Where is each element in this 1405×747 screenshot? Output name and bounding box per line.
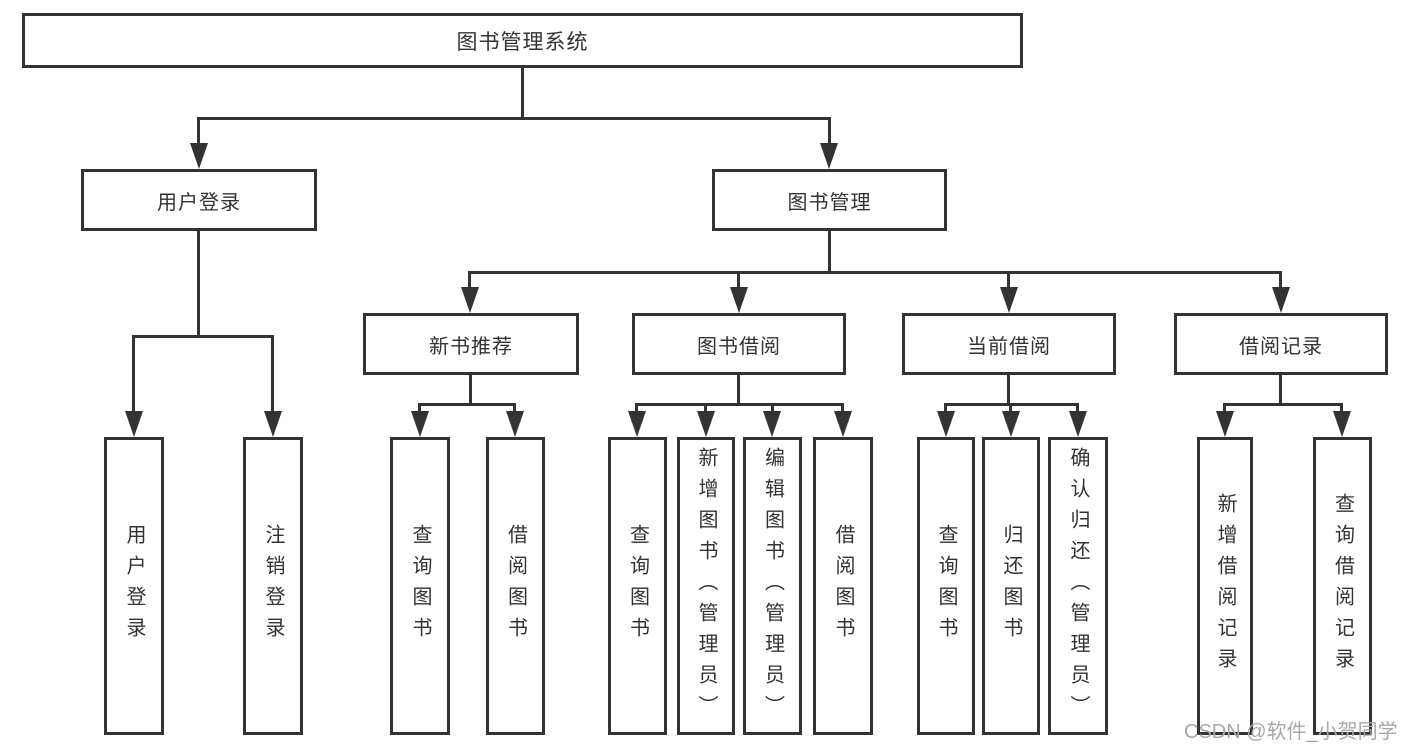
connector-arrowhead [1002,411,1020,437]
connector-line [197,119,200,145]
connector-line [271,337,274,413]
connector-line [1007,273,1010,289]
connector-line [197,231,200,338]
connector-arrowhead [506,411,524,437]
connector-line [944,403,1079,406]
connector-line [418,403,516,406]
connector-line [828,119,831,145]
connector-line [771,405,774,414]
node-book-borrowing: 图书借阅 [632,313,846,375]
connector-arrowhead [628,411,646,437]
connector-line [513,405,516,414]
connector-line [1009,405,1012,414]
connector-arrowhead [1069,411,1087,437]
connector-arrowhead [190,143,208,169]
connector-line [635,405,638,414]
connector-arrowhead [411,411,429,437]
node-new-book-recommendation: 新书推荐 [363,313,579,375]
connector-line [828,231,831,274]
csdn-watermark: CSDN @软件_小贺同学 [1184,721,1398,743]
connector-line [704,405,707,414]
leaf-borrow-books-recommend: 借阅图书 [486,437,545,735]
connector-arrowhead [461,287,479,313]
leaf-user-login: 用户登录 [104,437,164,735]
connector-line [841,405,844,414]
connector-arrowhead [1000,287,1018,313]
connector-arrowhead [763,411,781,437]
connector-line [635,403,844,406]
connector-line [1279,375,1282,406]
connector-line [1223,405,1226,414]
node-user-login: 用户登录 [81,169,317,231]
connector-line [1007,375,1010,406]
connector-line [521,68,524,120]
connector-line [1279,273,1282,289]
connector-arrowhead [1333,411,1351,437]
connector-line [468,273,471,289]
node-borrowing-records: 借阅记录 [1174,313,1388,375]
connector-arrowhead [937,411,955,437]
connector-arrowhead [125,411,143,437]
leaf-confirm-return-admin: 确认归还（管理员） [1048,437,1108,735]
connector-arrowhead [834,411,852,437]
connector-line [737,273,740,289]
connector-line [197,117,831,120]
connector-line [737,375,740,406]
connector-arrowhead [1216,411,1234,437]
leaf-query-borrow-record: 查询借阅记录 [1313,437,1372,735]
leaf-borrow-books: 借阅图书 [813,437,873,735]
node-current-borrowing: 当前借阅 [902,313,1116,375]
connector-line [469,375,472,406]
connector-line [1223,403,1343,406]
leaf-query-books-borrow: 查询图书 [608,437,667,735]
connector-arrowhead [264,411,282,437]
leaf-query-books-recommend: 查询图书 [390,437,450,735]
leaf-query-books-current: 查询图书 [917,437,975,735]
connector-arrowhead [697,411,715,437]
connector-line [418,405,421,414]
node-library-management-system: 图书管理系统 [22,13,1023,68]
connector-line [1076,405,1079,414]
node-book-management: 图书管理 [712,169,947,231]
connector-arrowhead [820,143,838,169]
leaf-return-books: 归还图书 [982,437,1040,735]
leaf-add-book-admin: 新增图书（管理员） [677,437,735,735]
connector-line [132,335,274,338]
connector-arrowhead [1272,287,1290,313]
connector-line [132,337,135,413]
leaf-add-borrow-record: 新增借阅记录 [1197,437,1253,735]
leaf-edit-book-admin: 编辑图书（管理员） [743,437,802,735]
leaf-logout: 注销登录 [243,437,303,735]
connector-arrowhead [730,287,748,313]
connector-line [468,271,1282,274]
connector-line [944,405,947,414]
connector-line [1340,405,1343,414]
